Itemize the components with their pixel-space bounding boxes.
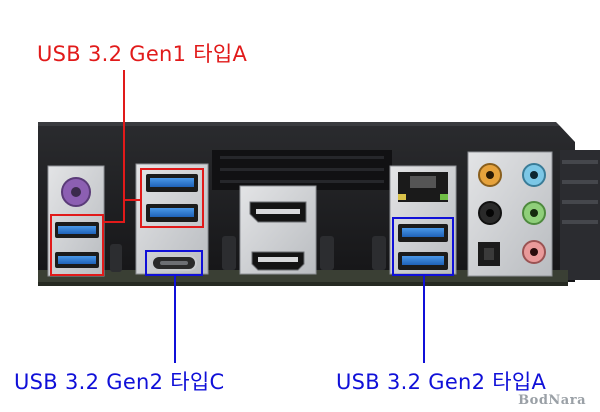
watermark-logo: BodNara: [518, 393, 586, 408]
highlight-box-gen2-typec: [145, 250, 203, 276]
highlight-box-gen2-typea: [392, 217, 454, 276]
heatsink: [560, 150, 600, 280]
usb-tongue: [58, 226, 96, 234]
usb-tongue: [402, 256, 444, 265]
fin: [562, 160, 598, 164]
usb-c-tongue: [160, 261, 188, 265]
fin: [562, 200, 598, 204]
leader-line-gen1: [103, 70, 125, 223]
ethernet-contacts: [410, 176, 436, 188]
jack-hole: [486, 171, 494, 179]
capacitor: [110, 244, 122, 272]
jack-hole: [486, 209, 494, 217]
fin: [562, 180, 598, 184]
highlight-box-gen1-left: [50, 214, 104, 276]
capacitor: [320, 236, 334, 270]
fin: [220, 168, 384, 171]
label-usb-gen2-typec: USB 3.2 Gen2 타입C: [14, 370, 225, 394]
jack-hole: [530, 171, 538, 179]
pcb-edge: [38, 282, 568, 286]
highlight-box-gen1-middle: [140, 168, 204, 228]
jack-hole: [530, 248, 538, 256]
usb-tongue: [58, 256, 96, 264]
lan-led: [398, 194, 406, 200]
label-usb-gen2-typea: USB 3.2 Gen2 타입A: [336, 370, 547, 394]
label-usb-gen1-typea: USB 3.2 Gen1 타입A: [37, 42, 248, 66]
capacitor: [372, 236, 386, 270]
optical-shutter: [484, 248, 494, 260]
ps2-pin-center: [71, 187, 81, 197]
lan-led: [440, 194, 448, 200]
shroud-top-edge: [38, 122, 560, 126]
fin: [220, 156, 384, 159]
usb-tongue: [150, 208, 194, 217]
usb-tongue: [402, 228, 444, 237]
capacitor: [222, 236, 236, 270]
fin: [562, 220, 598, 224]
fin: [220, 180, 384, 183]
jack-hole: [530, 209, 538, 217]
dp-contacts: [256, 209, 300, 214]
hdmi-contacts: [258, 257, 298, 262]
usb-tongue: [150, 178, 194, 187]
